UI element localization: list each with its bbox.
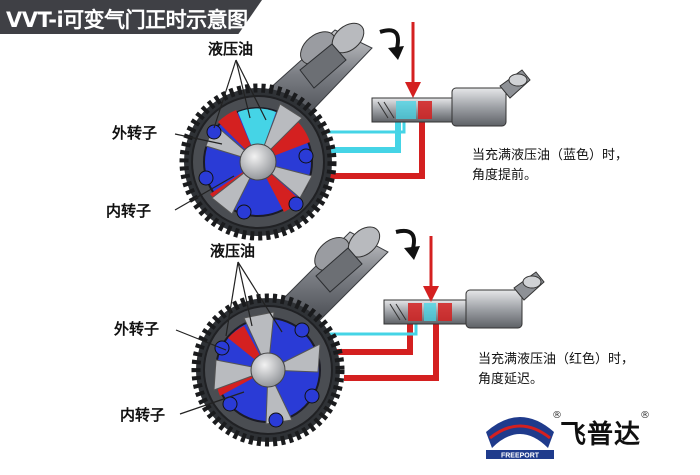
diagram-title: VVT-i可变气门正时示意图 (6, 8, 248, 32)
brand-registered-mark: ® (640, 410, 650, 421)
top-assembly (174, 22, 531, 241)
bottom-note-line1: 当充满液压油（红色）时， (478, 352, 635, 367)
top-control-valve (371, 69, 531, 127)
bottom-note-line2: 角度延迟。 (478, 372, 544, 387)
bottom-outer-rotor-label: 外转子 (114, 320, 160, 338)
top-note-line2: 角度提前。 (472, 168, 538, 183)
bottom-oil-lines (318, 320, 439, 381)
top-oil-label: 液压油 (208, 40, 254, 58)
top-oil-lines (320, 118, 425, 179)
top-outer-rotor-label: 外转子 (112, 124, 158, 142)
top-note-line1: 当充满液压油（蓝色）时， (472, 148, 629, 163)
brand-name: 飞普达 (560, 420, 642, 450)
bottom-leader-lines (175, 261, 283, 415)
bottom-assembly (175, 226, 545, 447)
top-leader-lines (174, 59, 267, 211)
bottom-oil-label: 液压油 (210, 242, 256, 260)
title-banner (0, 0, 262, 34)
bottom-camshaft (281, 226, 389, 321)
bottom-control-valve (383, 271, 545, 329)
bottom-inner-rotor-label: 内转子 (120, 406, 166, 424)
brand-logo-text: FREEPORT (501, 453, 540, 460)
top-inner-rotor-label: 内转子 (106, 202, 152, 220)
top-sprocket (179, 83, 337, 241)
bottom-sprocket (191, 293, 345, 447)
logo-registered-mark: ® (552, 410, 562, 421)
brand-logo-mark: FREEPORT (486, 417, 554, 460)
